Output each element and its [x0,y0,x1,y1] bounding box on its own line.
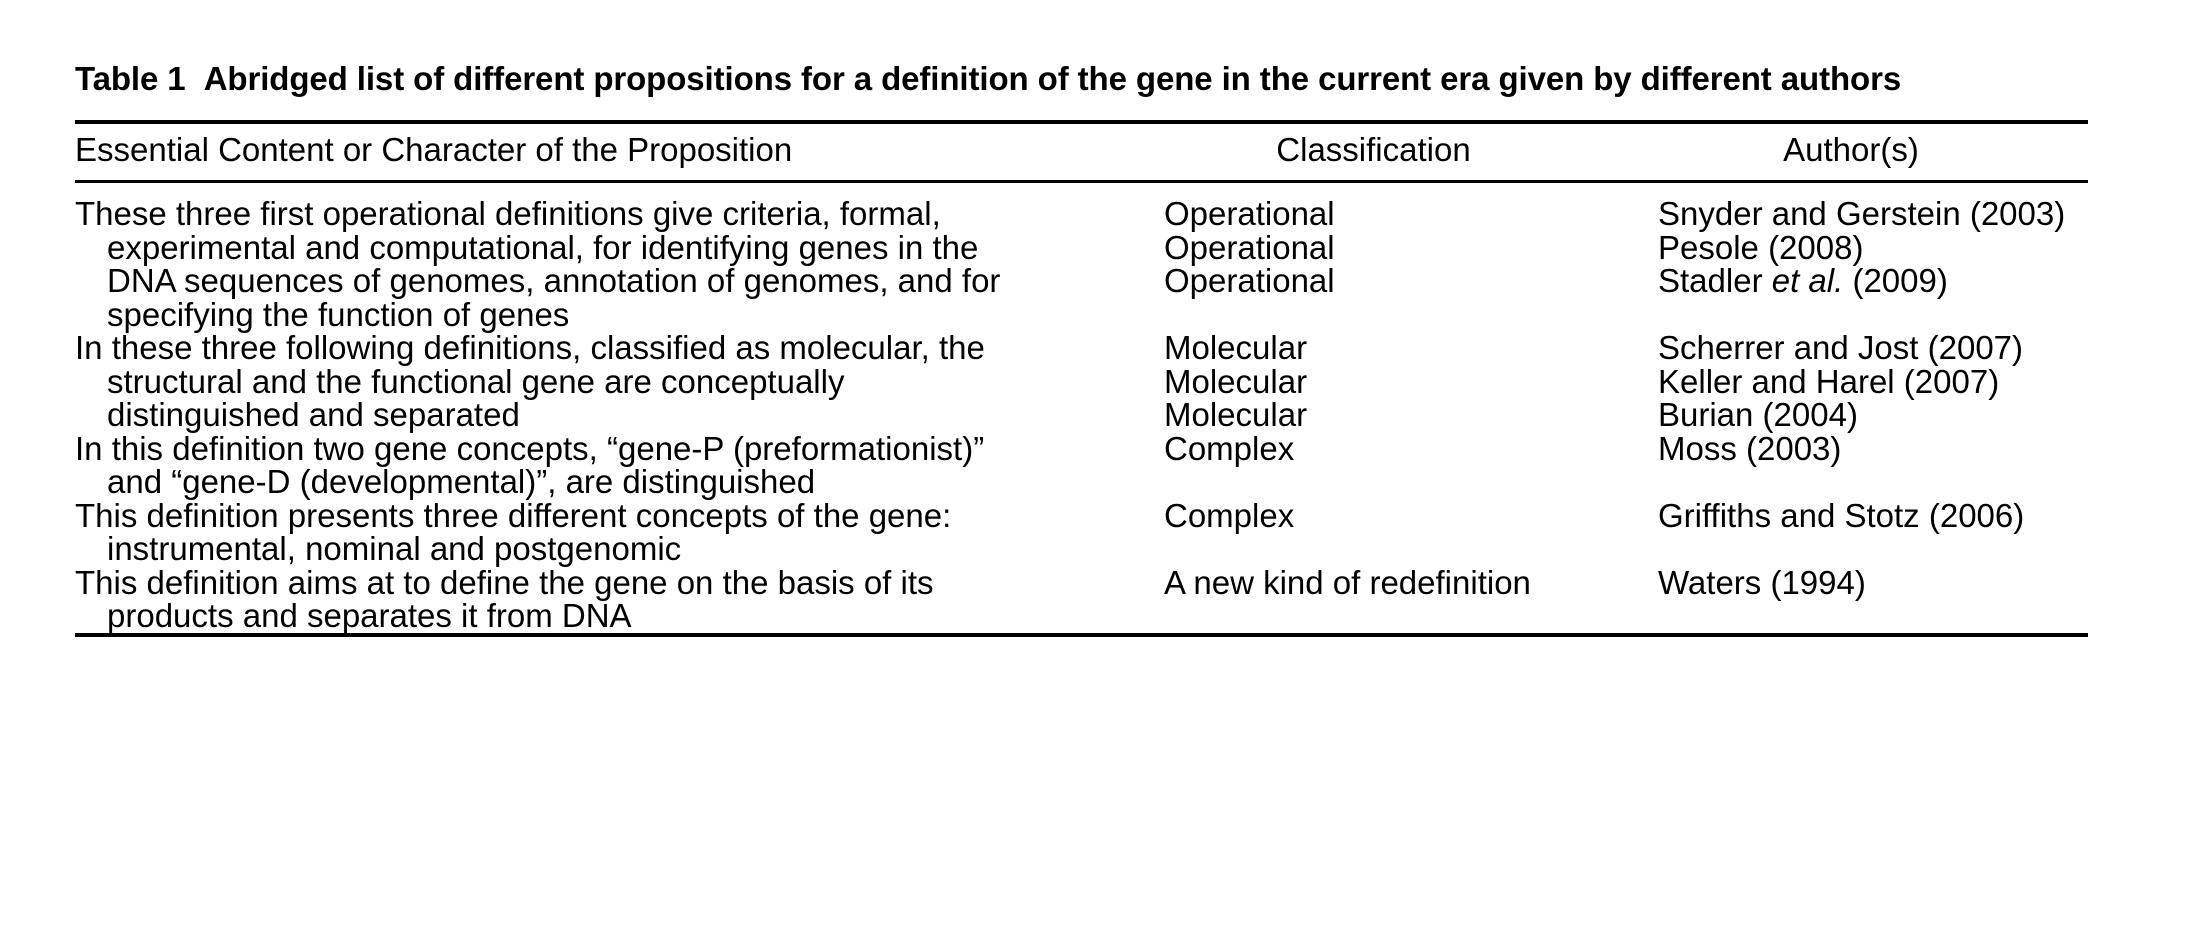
author-name: Keller and Harel (2007) [1658,362,2000,400]
author-year: (2009) [1843,262,1948,300]
classification-value: Operational [1164,195,1335,233]
cell-proposition: This definition presents three different… [75,499,1155,566]
column-header-classification: Classification [1276,131,1471,169]
column-header-authors: Author(s) [1783,131,1919,169]
table-rule-header [75,180,2088,184]
author-name: Burian (2004) [1658,396,1858,434]
classification-value: Operational [1164,228,1335,266]
table-rule-bottom [75,632,2088,637]
author-value: Waters (1994) [1658,563,2088,601]
classification-value: Molecular [1164,362,1308,400]
classification-value: A new kind of redefinition [1164,563,1531,601]
classification-value: Molecular [1164,329,1308,367]
table-row: This definition presents three different… [75,496,2088,566]
author-name: Waters (1994) [1658,563,1866,601]
classification-value: Molecular [1164,396,1308,434]
proposition-line: In this definition two gene concepts, “g… [75,429,985,467]
cell-authors: Snyder and Gerstein (2003)Pesole (2008)S… [1650,183,2088,331]
cell-proposition: In this definition two gene concepts, “g… [75,432,1155,499]
author-name: Scherrer and Jost (2007) [1658,329,2024,367]
author-value: Stadler et al. (2009) [1658,264,2088,298]
cell-authors: Waters (1994) [1650,563,2088,633]
classification-value: Operational [1164,262,1335,300]
proposition-line: instrumental, nominal and postgenomic [107,530,682,568]
table-body-grid: These three first operational definition… [75,183,2088,633]
table-row: In these three following definitions, cl… [75,331,2088,432]
cell-classification: A new kind of redefinition [1155,566,1650,633]
proposition-line: DNA sequences of genomes, annotation of … [107,262,1001,300]
table-1: Table 1 Abridged list of different propo… [75,58,2088,637]
cell-classification: Complex [1155,432,1650,499]
table-grid: Essential Content or Character of the Pr… [75,124,2088,180]
table-caption: Table 1 Abridged list of different propo… [75,58,1925,100]
table-head: Essential Content or Character of the Pr… [75,124,2088,180]
proposition-line: In these three following definitions, cl… [75,329,985,367]
author-value: Moss (2003) [1658,429,2088,467]
author-name: Griffiths and Stotz (2006) [1658,496,2025,534]
author-name: Moss (2003) [1658,429,1842,467]
proposition-line: These three first operational definition… [75,195,941,233]
classification-value: Complex [1164,496,1295,534]
author-value: Pesole (2008) [1658,228,2088,266]
cell-classification: Complex [1155,499,1650,566]
proposition-line: distinguished and separated [107,396,520,434]
proposition-line: This definition aims at to define the ge… [75,563,934,601]
cell-proposition: These three first operational definition… [75,183,1155,331]
table-row: In this definition two gene concepts, “g… [75,429,2088,499]
cell-authors: Griffiths and Stotz (2006) [1650,496,2088,566]
table-caption-label: Table 1 [75,60,186,97]
cell-authors: Scherrer and Jost (2007)Keller and Harel… [1650,331,2088,432]
author-value: Snyder and Gerstein (2003) [1658,197,2088,231]
cell-proposition: This definition aims at to define the ge… [75,566,1155,633]
proposition-line: specifying the function of genes [107,295,570,333]
cell-authors: Moss (2003) [1650,429,2088,499]
table-rule-top [75,120,2088,125]
author-value: Griffiths and Stotz (2006) [1658,496,2088,534]
column-header-proposition: Essential Content or Character of the Pr… [75,131,793,169]
author-etal: et al. [1771,262,1844,300]
table-row: These three first operational definition… [75,183,2088,331]
author-value: Burian (2004) [1658,398,2088,432]
proposition-line: and “gene-D (developmental)”, are distin… [107,463,816,501]
author-name: Pesole (2008) [1658,228,1864,266]
proposition-line: This definition presents three different… [75,496,952,534]
proposition-line: experimental and computational, for iden… [107,228,979,266]
proposition-line: structural and the functional gene are c… [107,362,845,400]
proposition-line: products and separates it from DNA [107,597,632,635]
author-value: Keller and Harel (2007) [1658,362,2088,400]
cell-proposition: In these three following definitions, cl… [75,331,1155,432]
table-body: These three first operational definition… [75,183,2088,633]
author-name: Snyder and Gerstein (2003) [1658,195,2066,233]
table-row: This definition aims at to define the ge… [75,563,2088,633]
author-value: Scherrer and Jost (2007) [1658,331,2088,365]
table-caption-text: Abridged list of different propositions … [203,60,1902,97]
author-name: Stadler [1658,262,1772,300]
table-header-row: Essential Content or Character of the Pr… [75,124,2088,180]
classification-value: Complex [1164,429,1295,467]
